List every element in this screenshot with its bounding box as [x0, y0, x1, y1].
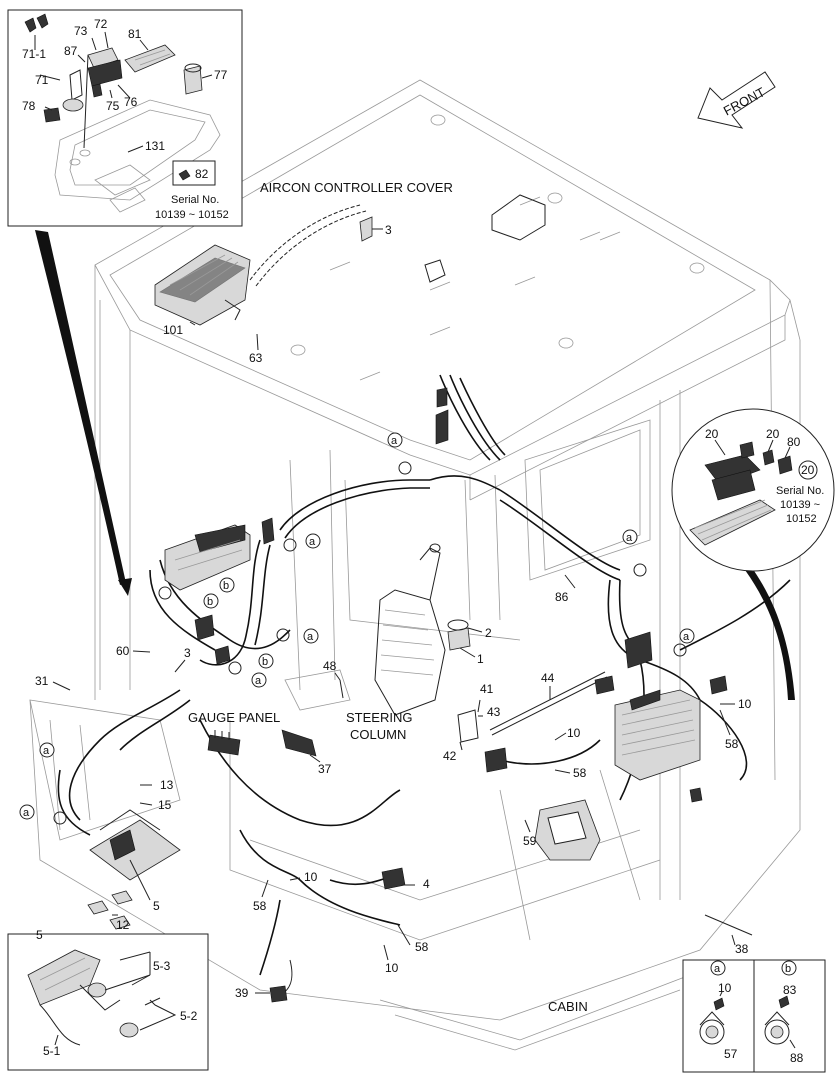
callout-37: 37 [318, 762, 332, 776]
relay-label-20-a: 20 [705, 427, 719, 441]
inset-label-77: 77 [214, 68, 228, 82]
inset-pedal-5-1: 5-1 [43, 1044, 61, 1058]
cabin-caption: CABIN [548, 999, 588, 1014]
callout-58-center: 58 [415, 940, 429, 954]
relay-serial-line1: Serial No. [776, 485, 824, 497]
clamp-markers: a a a a a a a a b b b [19, 432, 695, 820]
detail-arrows [35, 163, 795, 700]
relay-label-20-c: 20 [801, 463, 815, 477]
marker-a-upper: a [309, 536, 316, 548]
callout-10-center: 10 [385, 961, 399, 975]
callout-12: 12 [116, 918, 130, 932]
callout-5: 5 [153, 899, 160, 913]
inset-label-81: 81 [128, 27, 142, 41]
callout-101: 101 [163, 323, 183, 337]
legend-b-label-83: 83 [783, 983, 797, 997]
inset-label-87: 87 [64, 44, 78, 58]
inset-pedal-5-2: 5-2 [180, 1009, 198, 1023]
callout-48: 48 [323, 659, 337, 673]
callout-4: 4 [423, 877, 430, 891]
legend-a-label-10: 10 [718, 981, 732, 995]
relay-serial-line2: 10139 ~ [780, 499, 820, 511]
legend-a-letter: a [714, 963, 721, 975]
fuse-box-rear [614, 631, 701, 781]
inset-label-73: 73 [74, 24, 88, 38]
inset-label-71-1: 71-1 [22, 47, 46, 61]
fuse-box-left [164, 524, 251, 591]
inset-dash-switches: 71-1 71 73 72 87 81 78 75 76 77 131 82 S… [7, 9, 243, 227]
relay-label-20-b: 20 [766, 427, 780, 441]
callout-86: 86 [555, 590, 569, 604]
callout-63: 63 [249, 351, 263, 365]
marker-b-upper: b [223, 580, 229, 592]
callout-38: 38 [735, 942, 749, 956]
inset-label-75: 75 [106, 99, 120, 113]
callout-43: 43 [487, 705, 501, 719]
front-arrow: FRONT [697, 71, 776, 129]
inset-pedal: 5 5-3 5-2 5-1 [7, 928, 209, 1071]
inset-pedal-5-3: 5-3 [153, 959, 171, 973]
inset-label-71: 71 [35, 73, 49, 87]
marker-a-lower: a [255, 675, 262, 687]
callout-10-right: 10 [738, 697, 752, 711]
callout-leaders [52, 228, 736, 994]
marker-b-mid: b [207, 596, 213, 608]
callout-44: 44 [541, 671, 555, 685]
callout-15: 15 [158, 798, 172, 812]
callout-3-mid: 3 [184, 646, 191, 660]
callout-10-mid: 10 [567, 726, 581, 740]
callout-58-bottom: 58 [253, 899, 267, 913]
steering-caption-2: COLUMN [350, 727, 406, 742]
callout-59: 59 [523, 834, 537, 848]
marker-a-center: a [307, 631, 314, 643]
marker-b-lower: b [262, 656, 268, 668]
callout-3-top: 3 [385, 223, 392, 237]
marker-a-left: a [43, 745, 50, 757]
inset-label-82: 82 [195, 167, 209, 181]
inset-serial-line1: Serial No. [171, 194, 219, 206]
callout-58-mid: 58 [573, 766, 587, 780]
callout-10-bottom: 10 [304, 870, 318, 884]
callout-41: 41 [480, 682, 494, 696]
legend-b-letter: b [785, 963, 791, 975]
inset-label-131: 131 [145, 139, 165, 153]
callout-numbers: 3 101 63 2 1 86 60 3 48 31 41 44 43 42 1… [35, 223, 752, 1000]
callout-42: 42 [443, 749, 457, 763]
aircon-controller [154, 244, 251, 326]
controller-59 [534, 799, 601, 861]
inset-serial-line2: 10139 ~ 10152 [155, 209, 229, 221]
inset-label-76: 76 [124, 95, 138, 109]
components [53, 194, 728, 1003]
marker-a-far-left: a [23, 807, 30, 819]
callout-39: 39 [235, 986, 249, 1000]
gauge-panel-caption: GAUGE PANEL [188, 710, 280, 725]
relay-serial-line3: 10152 [786, 513, 817, 525]
cabin-frame [29, 79, 801, 1051]
callout-58-right: 58 [725, 737, 739, 751]
marker-a-roof: a [391, 435, 398, 447]
inset-label-72: 72 [94, 17, 108, 31]
pedal-assembly [89, 809, 181, 881]
inset-pedal-title: 5 [36, 928, 43, 942]
inset-label-78: 78 [22, 99, 36, 113]
relay-label-80: 80 [787, 435, 801, 449]
legend-b-label-88: 88 [790, 1051, 804, 1065]
legend-clamps: a b 10 57 83 88 [682, 959, 826, 1073]
callout-31: 31 [35, 674, 49, 688]
callout-1: 1 [477, 652, 484, 666]
marker-a-rear-top: a [626, 532, 633, 544]
callout-2: 2 [485, 626, 492, 640]
callout-13: 13 [160, 778, 174, 792]
captions: AIRCON CONTROLLER COVER GAUGE PANEL STEE… [188, 180, 588, 1014]
marker-a-rear: a [683, 631, 690, 643]
steering-caption-1: STEERING [346, 710, 412, 725]
aircon-caption: AIRCON CONTROLLER COVER [260, 180, 453, 195]
inset-relays: 20 20 80 20 Serial No. 10139 ~ 10152 [671, 408, 835, 572]
callout-60: 60 [116, 644, 130, 658]
legend-a-label-57: 57 [724, 1047, 738, 1061]
